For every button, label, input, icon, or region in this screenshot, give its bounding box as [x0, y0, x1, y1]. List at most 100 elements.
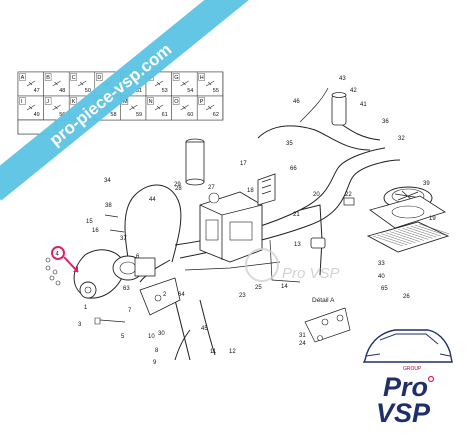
callout-9: 9: [153, 360, 157, 366]
legend-cell-I: I49: [17, 95, 44, 121]
callout-2: 2: [163, 292, 167, 298]
detail-a-label: Détail A: [312, 297, 335, 304]
callout-46: 46: [293, 99, 300, 105]
fittings-cluster: [45, 257, 61, 286]
callout-63: 63: [123, 286, 130, 292]
inline-muffler: [310, 237, 326, 249]
legend-part-sketch: [78, 80, 87, 87]
logo-dot-icon: [427, 375, 435, 383]
callout-44: 44: [149, 197, 156, 203]
callout-31: 31: [299, 333, 306, 339]
legend-ref: G: [174, 75, 178, 81]
callout-18: 18: [247, 188, 254, 194]
legend-ref: D: [97, 75, 101, 81]
legend-cell-C: C 50: [68, 71, 96, 97]
legend-part-sketch: [206, 104, 215, 111]
legend-part-sketch: [180, 80, 189, 87]
callout-7: 7: [128, 308, 132, 314]
callout-34: 34: [104, 178, 111, 184]
bolts: [94, 214, 126, 325]
callout-11: 11: [210, 349, 217, 355]
callout-8: 8: [155, 348, 159, 354]
callout-39: 39: [423, 181, 430, 187]
callout-45: 45: [201, 326, 208, 332]
legend-part-number: 54: [187, 88, 193, 94]
callout-25: 25: [255, 285, 262, 291]
legend-part-number: 58: [110, 112, 116, 118]
legend-part-number: 47: [34, 88, 40, 94]
callout-30: 30: [158, 331, 165, 337]
legend-cell-G: G 54: [171, 71, 198, 97]
legend-part-sketch: [154, 104, 164, 111]
callout-32: 32: [398, 136, 405, 142]
legend-part-sketch: [206, 80, 215, 87]
legend-part-number: 50: [85, 88, 91, 94]
legend-part-sketch: [26, 80, 36, 87]
callout-29: 29: [174, 182, 181, 188]
legend-table: A47B48C50D52E51F53G54H55I49J56K57L58M59N…: [17, 71, 224, 135]
legend-cell-N: N 61: [145, 95, 172, 121]
receiver-cylinder: [185, 138, 205, 186]
callout-64: 64: [178, 292, 185, 298]
callout-12: 12: [229, 349, 236, 355]
callout-36: 36: [382, 119, 389, 125]
callout-26: 26: [403, 294, 410, 300]
legend-part-number: 61: [162, 112, 168, 118]
callout-40: 40: [378, 274, 385, 280]
legend-part-number: 60: [187, 112, 193, 118]
legend-part-number: 48: [59, 88, 65, 94]
legend-ref: N: [149, 99, 153, 105]
pipe-connector: [343, 197, 355, 206]
fan-frame: [369, 195, 446, 229]
legend-ref: P: [200, 99, 204, 105]
compressor: [112, 255, 156, 281]
brand-logo: GROUP Pro VSP: [362, 329, 453, 428]
callout-66: 66: [290, 166, 297, 172]
callout-37: 37: [120, 236, 127, 242]
legend-cell-H: H55: [196, 71, 224, 97]
legend-cell-P: P62: [196, 95, 224, 121]
car-silhouette-icon: [362, 329, 453, 363]
legend-ref: O: [174, 99, 179, 105]
evaporator-unit: [199, 191, 263, 263]
callout-10: 10: [148, 334, 155, 340]
callout-43: 43: [339, 76, 346, 82]
callout-22: 22: [345, 192, 352, 198]
legend-cell-B: B 48: [43, 71, 70, 97]
callout-33: 33: [378, 261, 385, 267]
callout-6: 6: [136, 254, 140, 260]
callout-35: 35: [286, 141, 293, 147]
callout-19: 19: [429, 216, 436, 222]
logo-line2: VSP: [376, 398, 431, 428]
callout-13: 13: [294, 242, 301, 248]
callout-24: 24: [299, 341, 306, 347]
condenser-core: [366, 221, 450, 253]
callout-42: 42: [350, 88, 357, 94]
highlight-part-4: 4: [51, 246, 79, 273]
legend-part-number: 59: [136, 112, 142, 118]
callout-28: 28: [175, 186, 182, 192]
callout-16: 16: [92, 228, 99, 234]
callout-15: 15: [86, 219, 93, 225]
legend-part-sketch: [52, 104, 61, 111]
center-watermark: Pro VSP: [245, 248, 340, 282]
legend-cell-A: A 47: [17, 71, 44, 97]
callout-65: 65: [381, 286, 388, 292]
components: [45, 92, 450, 325]
legend-part-number: 55: [213, 88, 219, 94]
legend-ref: I: [21, 99, 23, 105]
callout-27: 27: [208, 185, 215, 191]
legend-ref: A: [21, 75, 25, 81]
callout-1: 1: [84, 305, 88, 311]
legend-ref: C: [72, 75, 76, 81]
callout-3: 3: [78, 322, 82, 328]
legend-ref: J: [46, 99, 49, 105]
legend-cell-J: J56: [43, 95, 70, 121]
legend-ref: K: [72, 99, 76, 105]
legend-ref: B: [46, 75, 50, 81]
legend-part-sketch: [154, 80, 164, 87]
legend-part-sketch: [26, 104, 36, 111]
